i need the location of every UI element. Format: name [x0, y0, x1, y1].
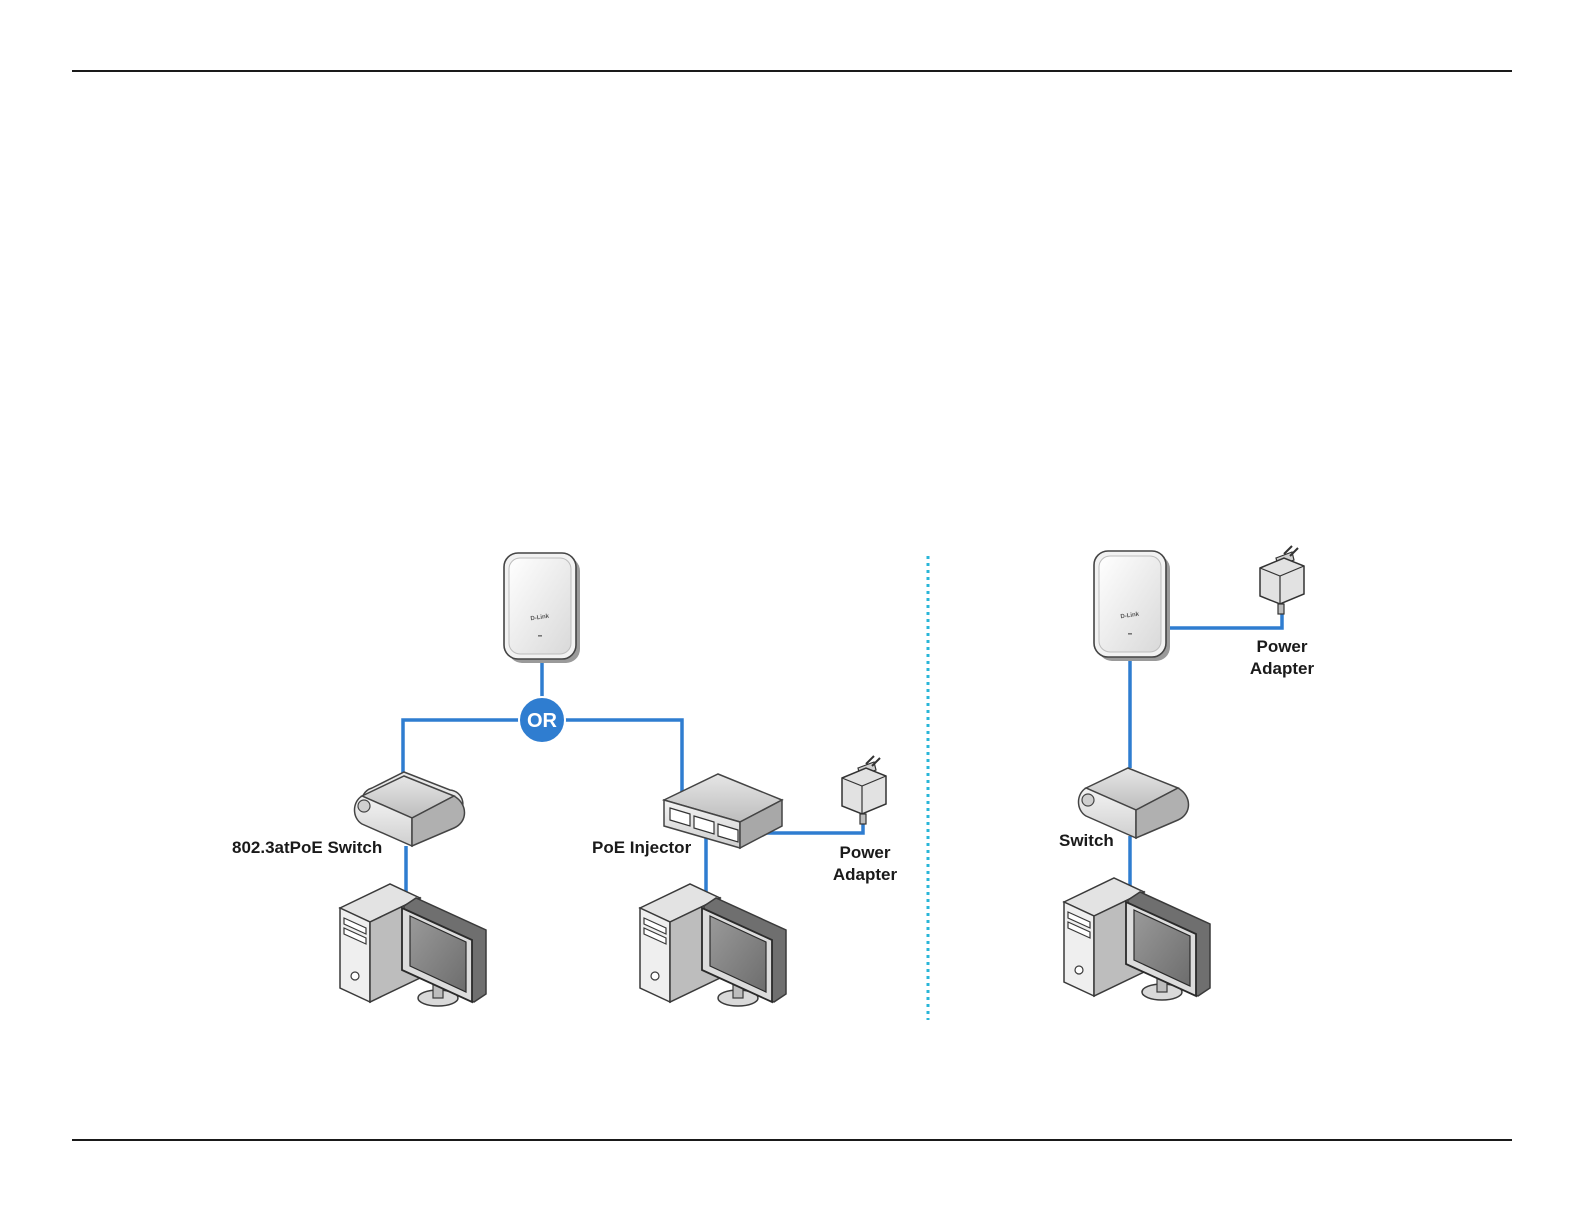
desktop-computer-icon — [1064, 878, 1210, 1000]
desktop-computer-icon — [640, 884, 786, 1006]
or-label: OR — [527, 710, 558, 732]
switch-icon — [1079, 768, 1189, 838]
desktop-computer-icon — [340, 884, 486, 1006]
switch-label: Switch — [1059, 831, 1114, 850]
poe-injector-label: PoE Injector — [592, 838, 692, 857]
power-adapter-icon — [842, 756, 886, 824]
power-adapter-icon — [1260, 546, 1304, 614]
access-point-icon: D-Link — [504, 553, 580, 663]
power-adapter-label-line1: Power — [1256, 637, 1307, 656]
power-adapter-label-line2: Adapter — [833, 865, 898, 884]
poe-switch-label: 802.3atPoE Switch — [232, 838, 382, 857]
or-badge: OR — [519, 697, 565, 743]
power-adapter-label-line2: Adapter — [1250, 659, 1315, 678]
cable-to-poe-injector — [542, 720, 682, 813]
cable-ap-to-adapter — [1170, 612, 1282, 628]
access-point-icon: D-Link — [1094, 551, 1170, 661]
poe-switch-icon — [355, 772, 465, 846]
power-adapter-label-line1: Power — [839, 843, 890, 862]
